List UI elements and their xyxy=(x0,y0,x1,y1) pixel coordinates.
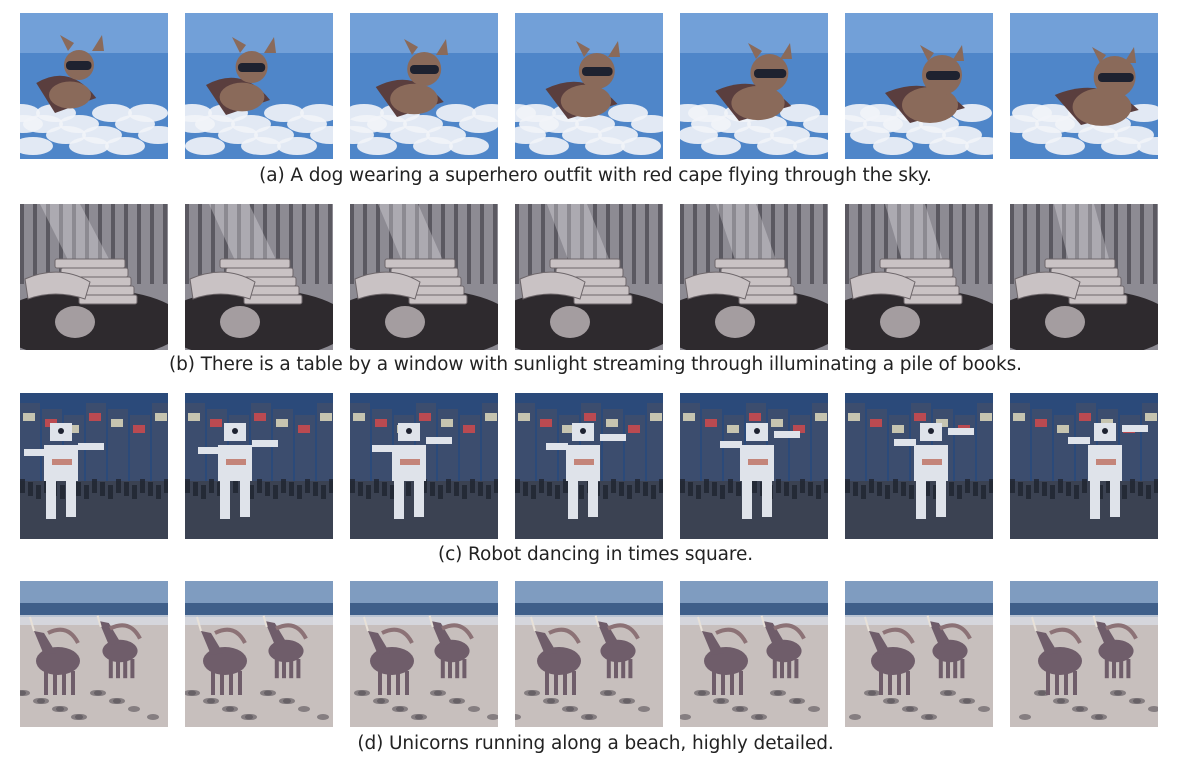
video-frame xyxy=(185,581,333,727)
frame-image xyxy=(1010,581,1158,727)
caption: (b) There is a table by a window with su… xyxy=(169,354,1022,375)
frame-image xyxy=(185,13,333,159)
frame-image xyxy=(20,204,168,350)
video-frame xyxy=(20,13,168,159)
frame-strip xyxy=(20,13,1170,159)
video-frame xyxy=(515,581,663,727)
frame-image xyxy=(1010,13,1158,159)
row-d: (d) Unicorns running along a beach, high… xyxy=(0,581,1191,766)
frame-image xyxy=(845,204,993,350)
video-frame xyxy=(20,204,168,350)
video-frame xyxy=(1010,204,1158,350)
row-c: (c) Robot dancing in times square. xyxy=(0,393,1191,575)
frame-image xyxy=(185,581,333,727)
frame-image xyxy=(350,13,498,159)
video-frame xyxy=(185,204,333,350)
frame-image xyxy=(1010,204,1158,350)
video-frame xyxy=(20,393,168,539)
frame-image xyxy=(515,13,663,159)
frame-image xyxy=(680,393,828,539)
video-frame xyxy=(680,581,828,727)
caption: (a) A dog wearing a superhero outfit wit… xyxy=(259,165,932,186)
video-frame xyxy=(185,393,333,539)
frame-image xyxy=(350,204,498,350)
row-b: (b) There is a table by a window with su… xyxy=(0,204,1191,384)
row-a: (a) A dog wearing a superhero outfit wit… xyxy=(0,13,1191,195)
video-frame xyxy=(350,581,498,727)
video-frame xyxy=(350,13,498,159)
video-frame xyxy=(680,393,828,539)
frame-image xyxy=(680,13,828,159)
video-frame xyxy=(20,581,168,727)
frame-image xyxy=(680,581,828,727)
video-frame xyxy=(515,393,663,539)
frame-image xyxy=(845,393,993,539)
frame-image xyxy=(515,393,663,539)
video-frame xyxy=(845,581,993,727)
frame-image xyxy=(20,393,168,539)
caption: (c) Robot dancing in times square. xyxy=(437,544,754,565)
video-frame xyxy=(350,204,498,350)
video-frame xyxy=(845,393,993,539)
frame-strip xyxy=(20,393,1170,539)
video-frame xyxy=(185,13,333,159)
frame-image xyxy=(350,581,498,727)
video-frame xyxy=(845,13,993,159)
frame-image xyxy=(185,393,333,539)
video-frame xyxy=(1010,393,1158,539)
frame-image xyxy=(515,204,663,350)
video-frame xyxy=(680,13,828,159)
frame-image xyxy=(680,204,828,350)
frame-image xyxy=(20,13,168,159)
frame-image xyxy=(20,581,168,727)
frame-strip xyxy=(20,581,1170,727)
frame-image xyxy=(1010,393,1158,539)
video-frame xyxy=(515,13,663,159)
frame-image xyxy=(845,13,993,159)
frame-strip xyxy=(20,204,1170,350)
video-frame xyxy=(350,393,498,539)
video-frame xyxy=(1010,581,1158,727)
frame-image xyxy=(185,204,333,350)
frame-image xyxy=(350,393,498,539)
video-frame xyxy=(680,204,828,350)
frame-image xyxy=(845,581,993,727)
caption: (d) Unicorns running along a beach, high… xyxy=(357,733,834,754)
frame-image xyxy=(515,581,663,727)
video-frame xyxy=(845,204,993,350)
video-frame xyxy=(1010,13,1158,159)
video-frame xyxy=(515,204,663,350)
